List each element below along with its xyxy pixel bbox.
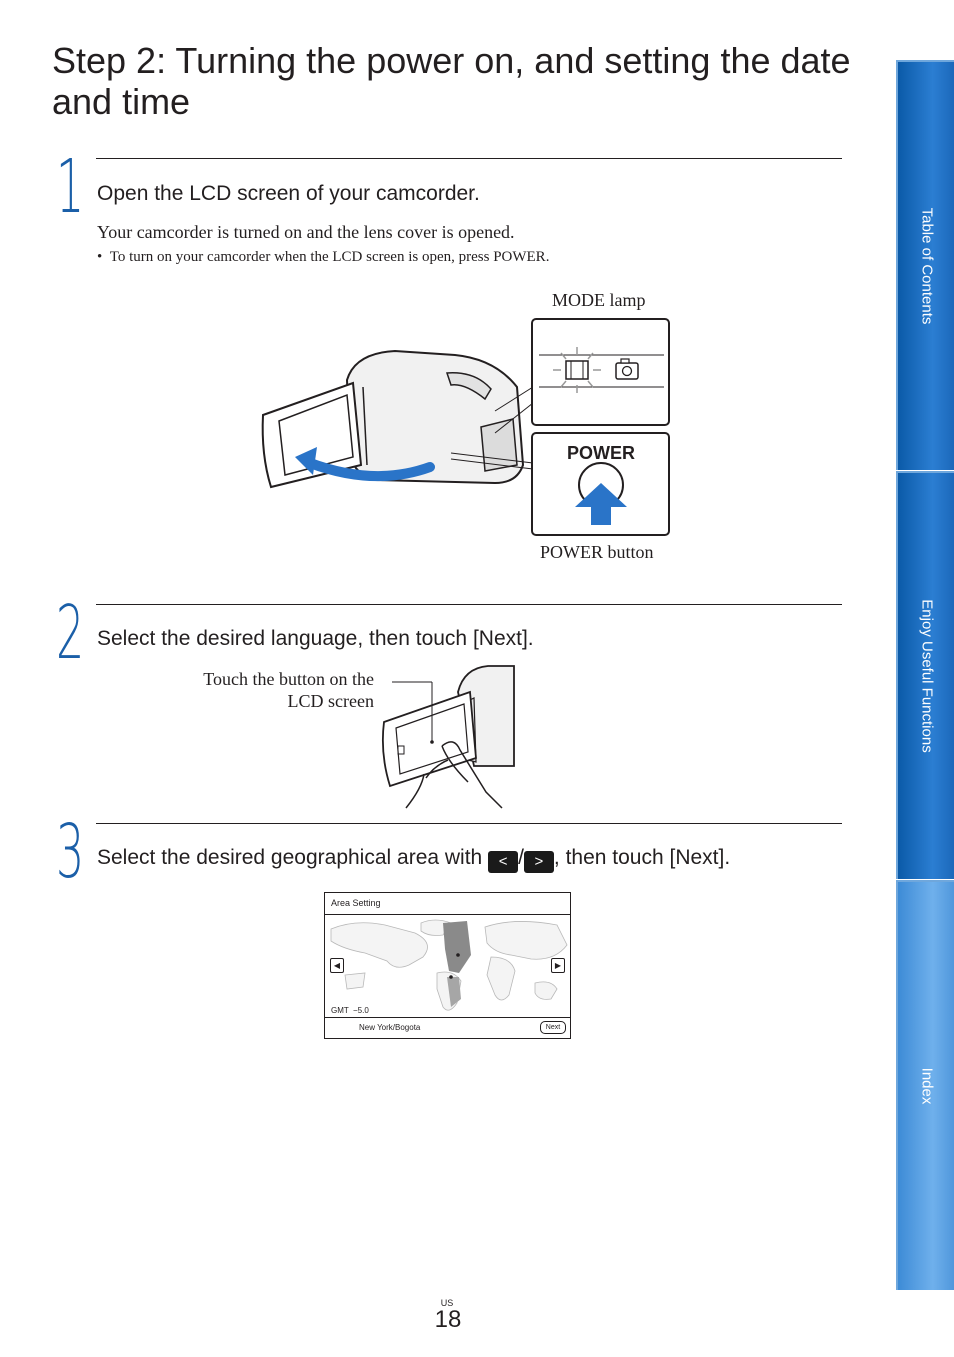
- step-heading: Select the desired geographical area wit…: [97, 846, 730, 873]
- bullet-item: • To turn on your camcorder when the LCD…: [97, 249, 549, 266]
- right-arrow-icon: >: [523, 851, 554, 873]
- camcorder-open-illustration: POWER: [261, 318, 670, 536]
- power-button-label: POWER button: [540, 542, 654, 562]
- callout-line: Touch the button on the: [203, 669, 374, 689]
- page-region: US: [440, 1298, 454, 1308]
- power-label: POWER: [567, 443, 635, 463]
- page-title: Step 2: Turning the power on, and settin…: [52, 40, 851, 122]
- next-button[interactable]: Next: [540, 1021, 566, 1034]
- callout-line: LCD screen: [287, 691, 374, 711]
- screen-divider: [325, 1017, 570, 1018]
- city-name: New York/Bogota: [359, 1023, 421, 1032]
- heading-text: Select the desired geographical area wit…: [97, 846, 489, 869]
- step-heading: Select the desired language, then touch …: [97, 627, 534, 650]
- tab-index[interactable]: Index: [896, 880, 954, 1290]
- screen-divider: [325, 914, 570, 915]
- tab-table-of-contents[interactable]: Table of Contents: [896, 60, 954, 470]
- step-divider: [96, 823, 842, 824]
- screen-title: Area Setting: [331, 898, 381, 908]
- touch-lcd-illustration: [381, 665, 515, 809]
- tab-label: Index: [918, 1067, 936, 1105]
- step-number: 1: [56, 144, 85, 230]
- area-setting-screen: Area Setting ◀ ▶ GMT −5.0 New York/Bogot…: [324, 892, 571, 1039]
- heading-separator: /: [518, 846, 524, 869]
- bullet-text: To turn on your camcorder when the LCD s…: [109, 249, 550, 265]
- area-right-button[interactable]: ▶: [551, 958, 565, 973]
- step-divider: [96, 604, 842, 605]
- gmt-value: −5.0: [353, 1006, 369, 1015]
- page-number: 18: [434, 1306, 462, 1333]
- tab-label: Enjoy Useful Functions: [918, 599, 936, 753]
- bullet-dot: •: [97, 249, 110, 265]
- tab-enjoy-useful-functions[interactable]: Enjoy Useful Functions: [896, 471, 954, 879]
- step-text: Your camcorder is turned on and the lens…: [97, 222, 515, 242]
- step-heading: Open the LCD screen of your camcorder.: [97, 182, 480, 205]
- left-arrow-icon: <: [488, 851, 519, 873]
- step-number: 2: [56, 590, 85, 676]
- world-map: [330, 919, 568, 1011]
- tab-label: Table of Contents: [918, 207, 936, 325]
- mode-lamp-label: MODE lamp: [552, 290, 646, 310]
- touch-callout: Touch the button on the LCD screen: [150, 668, 374, 712]
- step-divider: [96, 158, 842, 159]
- gmt-label: GMT: [331, 1006, 349, 1015]
- step-number: 3: [56, 809, 85, 895]
- heading-text: , then touch [Next].: [553, 846, 731, 869]
- area-left-button[interactable]: ◀: [330, 958, 344, 973]
